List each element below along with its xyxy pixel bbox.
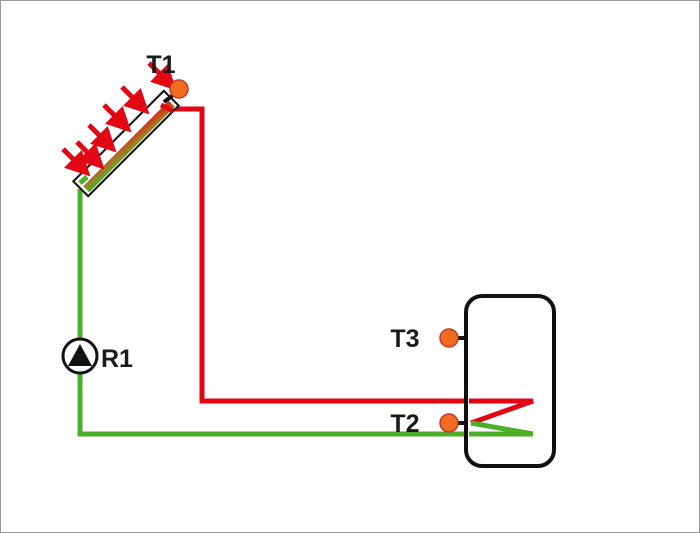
pump-r1-triangle-icon (68, 344, 92, 366)
cold-pipe-circuit (77, 189, 469, 437)
sensor-t3-label: T3 (390, 325, 419, 353)
solar-radiation-arrows (61, 61, 177, 177)
collector-outlet-stub (159, 102, 175, 114)
heat-exchanger-hot-leg (469, 398, 534, 426)
hot-pipe-collector-to-tank (168, 106, 469, 404)
radiation-arrow-6 (61, 147, 91, 177)
sensor-t3[interactable]: T3 (390, 325, 468, 353)
tank-heat-exchanger (469, 398, 534, 437)
radiation-arrow-5 (75, 140, 105, 170)
radiation-arrow-3 (102, 103, 132, 133)
sensor-t2-dot[interactable] (439, 413, 459, 433)
radiation-arrow-4 (87, 123, 117, 153)
storage-tank-body (464, 294, 556, 468)
pump-r1[interactable]: R1 (61, 337, 133, 375)
solar-collector (71, 89, 181, 198)
pump-r1-label: R1 (101, 345, 133, 373)
heat-exchanger-cold-leg (469, 420, 534, 437)
sensor-t2-label: T2 (390, 410, 419, 438)
sensor-t1[interactable]: T1 (146, 51, 189, 104)
sensor-t3-dot[interactable] (439, 328, 459, 348)
collector-inlet-stub (78, 175, 89, 185)
cold-pipe-tank-to-collector (77, 189, 469, 437)
sensor-t1-label: T1 (146, 51, 175, 79)
radiation-arrow-1 (147, 61, 177, 91)
collector-absorber (83, 100, 175, 193)
sensor-t1-dot[interactable] (169, 79, 189, 99)
storage-tank (464, 294, 556, 468)
hot-pipe-circuit (168, 106, 469, 404)
sensor-t2[interactable]: T2 (390, 410, 468, 438)
radiation-arrow-2 (120, 85, 150, 115)
